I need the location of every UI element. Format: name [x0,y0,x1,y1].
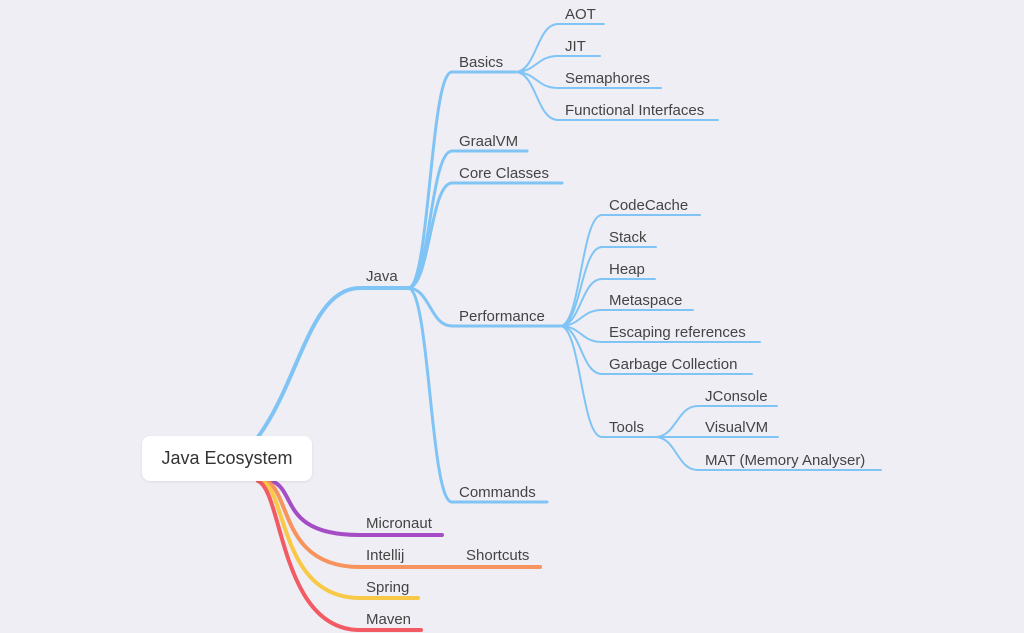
node-escaping-references[interactable]: Escaping references [609,324,746,341]
node-shortcuts[interactable]: Shortcuts [466,547,530,564]
connector-spring [260,479,420,600]
node-commands[interactable]: Commands [459,484,536,501]
connector-jit [514,55,601,73]
connector-aot [514,23,605,73]
connector-mat [654,436,882,471]
node-visualvm[interactable]: VisualVM [705,419,769,436]
connector-heap [559,278,656,327]
connector-stack [559,246,657,327]
node-aot[interactable]: AOT [565,6,596,23]
node-heap[interactable]: Heap [609,261,645,278]
node-spring[interactable]: Spring [366,579,410,596]
connector-jconsole [654,405,778,438]
node-jconsole[interactable]: JConsole [705,388,768,405]
node-stack[interactable]: Stack [609,229,647,246]
node-codecache[interactable]: CodeCache [609,197,689,214]
node-graalvm[interactable]: GraalVM [459,133,519,150]
connector-codecache [559,214,701,327]
connector-micronaut [270,479,444,537]
connector-java [256,286,410,439]
connector-core-classes [406,181,564,290]
connector-garbage-collection [559,325,753,375]
node-metaspace[interactable]: Metaspace [609,292,683,309]
connector-functional-interfaces [514,71,719,121]
node-tools[interactable]: Tools [609,419,645,436]
node-micronaut[interactable]: Micronaut [366,515,432,532]
connector-maven [256,479,423,632]
connector-intellij [264,479,542,569]
node-maven[interactable]: Maven [366,611,412,628]
node-semaphores[interactable]: Semaphores [565,70,651,87]
connector-performance [406,286,562,328]
node-performance[interactable]: Performance [459,308,545,325]
node-basics[interactable]: Basics [459,54,504,71]
root-node-java-ecosystem[interactable]: Java Ecosystem [142,436,312,481]
connector-basics [406,70,517,290]
connector-metaspace [559,309,694,327]
node-java[interactable]: Java [366,268,398,285]
connector-tools [559,325,656,438]
root-node-label: Java Ecosystem [161,448,293,468]
node-functional-interfaces[interactable]: Functional Interfaces [565,102,705,119]
node-garbage-collection[interactable]: Garbage Collection [609,356,738,373]
node-core-classes[interactable]: Core Classes [459,165,550,182]
node-jit[interactable]: JIT [565,38,586,55]
node-mat[interactable]: MAT (Memory Analyser) [705,452,866,469]
node-intellij[interactable]: Intellij [366,547,405,564]
connector-commands [406,286,549,504]
